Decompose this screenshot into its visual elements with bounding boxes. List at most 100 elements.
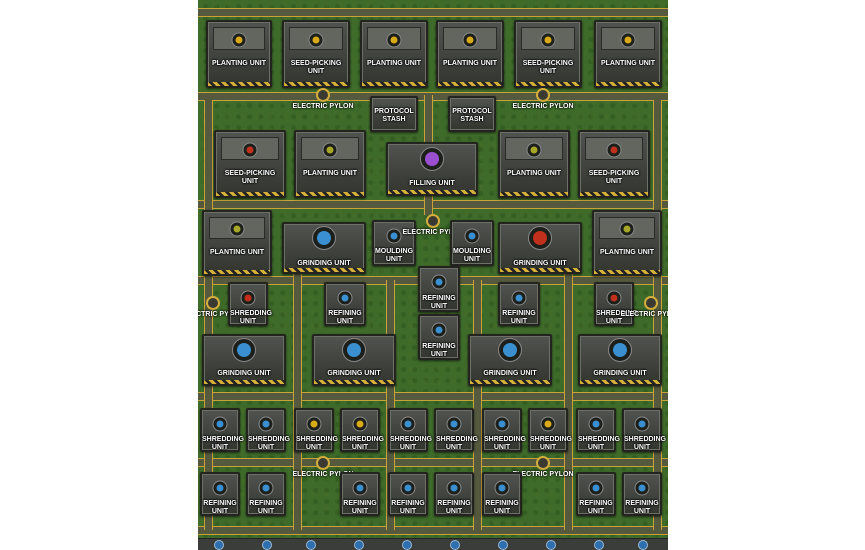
crystal-icon [431,274,447,290]
refining-unit[interactable]: REFINING UNIT [418,266,460,312]
crystal-icon [400,480,416,496]
building-label: REFINING UNIT [203,500,237,515]
item-slot-icon [262,540,272,550]
conveyor-belt [198,526,668,535]
grinding-unit[interactable]: GRINDING UNIT [282,222,366,274]
refining-unit[interactable]: REFINING UNIT [388,472,428,516]
item-slot-icon [450,540,460,550]
pylon-label: ELECTRIC PYLON [198,311,244,318]
shredding-unit[interactable]: SHREDDING UNIT [576,408,621,452]
hazard-stripes [500,268,580,272]
building-label: PLANTING UNIT [211,60,267,68]
electric-pylon[interactable]: ELECTRIC PYLON [512,456,574,479]
shredding-unit[interactable]: SHREDDING UNIT [340,408,384,452]
pylon-icon [316,88,330,102]
seed-picking-unit[interactable]: SEED-PICKING UNIT [214,130,286,198]
protocol-stash[interactable]: PROTOCOL STASH [370,96,418,132]
grinding-unit[interactable]: GRINDING UNIT [578,334,662,386]
refining-unit[interactable]: REFINING UNIT [418,314,460,360]
ore-icon [400,416,416,432]
grinding-unit[interactable]: GRINDING UNIT [202,334,286,386]
pylon-label: ELECTRIC PYLON [292,471,354,478]
building-label: GRINDING UNIT [217,370,271,377]
shredding-unit[interactable]: SHREDDING UNIT [594,282,638,326]
moulding-unit[interactable]: MOULDING UNIT [450,220,494,266]
conveyor-belt [473,280,482,530]
shredding-unit[interactable]: SHREDDING UNIT [246,408,290,452]
crystal-icon [431,322,447,338]
conveyor-belt [198,200,668,209]
building-label: SHREDDING UNIT [436,436,479,451]
conveyor-belt [204,100,213,530]
hazard-stripes [516,82,580,86]
grinding-unit[interactable]: GRINDING UNIT [468,334,552,386]
planting-unit[interactable]: PLANTING UNIT [202,210,272,276]
refining-unit[interactable]: REFINING UNIT [200,472,240,516]
red-ore-icon [240,290,256,306]
electric-pylon[interactable]: ELECTRIC PYLON [512,88,574,111]
shredding-unit[interactable]: SHREDDING UNIT [294,408,338,452]
shredding-unit[interactable]: SHREDDING UNIT [528,408,573,452]
shredding-unit[interactable]: SHREDDING UNIT [388,408,432,452]
item-slot-icon [594,540,604,550]
shredding-unit[interactable]: SHREDDING UNIT [200,408,244,452]
shredding-unit[interactable]: SHREDDING UNIT [434,408,479,452]
item-slot-icon [354,540,364,550]
filling-unit[interactable]: FILLING UNIT [386,142,478,196]
building-label: PROTOCOL STASH [452,108,492,123]
building-label: GRINDING UNIT [327,370,381,377]
hazard-stripes [580,380,660,384]
red-seed-icon [606,142,622,158]
ore-icon [212,416,228,432]
seed-picking-unit[interactable]: SEED-PICKING UNIT [282,20,350,88]
grinding-unit[interactable]: GRINDING UNIT [312,334,396,386]
pylon-icon [644,296,658,310]
building-label: PLANTING UNIT [366,60,422,68]
refining-unit[interactable]: REFINING UNIT [324,282,366,326]
building-label: REFINING UNIT [485,500,519,515]
planting-unit[interactable]: PLANTING UNIT [594,20,662,88]
seed-picking-unit[interactable]: SEED-PICKING UNIT [578,130,650,198]
shredding-unit[interactable]: SHREDDING UNIT [482,408,526,452]
electric-pylon[interactable]: ELECTRIC PYLON [620,296,668,319]
protocol-stash[interactable]: PROTOCOL STASH [448,96,496,132]
building-label: SHREDDING UNIT [578,436,621,451]
building-label: PLANTING UNIT [442,60,498,68]
electric-pylon[interactable]: ELECTRIC PYLON [292,88,354,111]
refining-unit[interactable]: REFINING UNIT [434,472,474,516]
refining-unit[interactable]: REFINING UNIT [246,472,286,516]
building-label: PLANTING UNIT [599,249,655,257]
moulding-unit[interactable]: MOULDING UNIT [372,220,416,266]
crystal-icon [212,480,228,496]
planting-unit[interactable]: PLANTING UNIT [498,130,570,198]
planting-unit[interactable]: PLANTING UNIT [206,20,272,88]
planting-unit[interactable]: PLANTING UNIT [436,20,504,88]
grinding-unit[interactable]: GRINDING UNIT [498,222,582,274]
planting-unit[interactable]: PLANTING UNIT [592,210,662,276]
refining-unit[interactable]: REFINING UNIT [340,472,380,516]
crystal-icon [634,480,650,496]
shredding-unit[interactable]: SHREDDING UNIT [228,282,272,326]
electric-pylon[interactable]: ELECTRIC PYLON [198,296,244,319]
conveyor-belt [198,8,668,17]
refining-unit[interactable]: REFINING UNIT [576,472,616,516]
electric-pylon[interactable]: ELECTRIC PYLON [402,214,464,237]
gold-ore-icon [306,416,322,432]
factory-map[interactable]: PLANTING UNIT SEED-PICKING UNIT PLANTING… [198,0,668,550]
crystal-icon [494,480,510,496]
planting-unit[interactable]: PLANTING UNIT [294,130,366,198]
refining-unit[interactable]: REFINING UNIT [498,282,540,326]
planting-unit[interactable]: PLANTING UNIT [360,20,428,88]
mould-icon [464,228,480,244]
refining-unit[interactable]: REFINING UNIT [482,472,522,516]
plant-icon [229,221,245,237]
shredding-unit[interactable]: SHREDDING UNIT [622,408,666,452]
seed-picking-unit[interactable]: SEED-PICKING UNIT [514,20,582,88]
building-label: REFINING UNIT [391,500,425,515]
refining-unit[interactable]: REFINING UNIT [622,472,662,516]
building-label: SEED-PICKING UNIT [588,170,640,186]
item-slot-icon [306,540,316,550]
electric-pylon[interactable]: ELECTRIC PYLON [292,456,354,479]
building-label: SHREDDING UNIT [530,436,573,451]
item-slot-icon [498,540,508,550]
